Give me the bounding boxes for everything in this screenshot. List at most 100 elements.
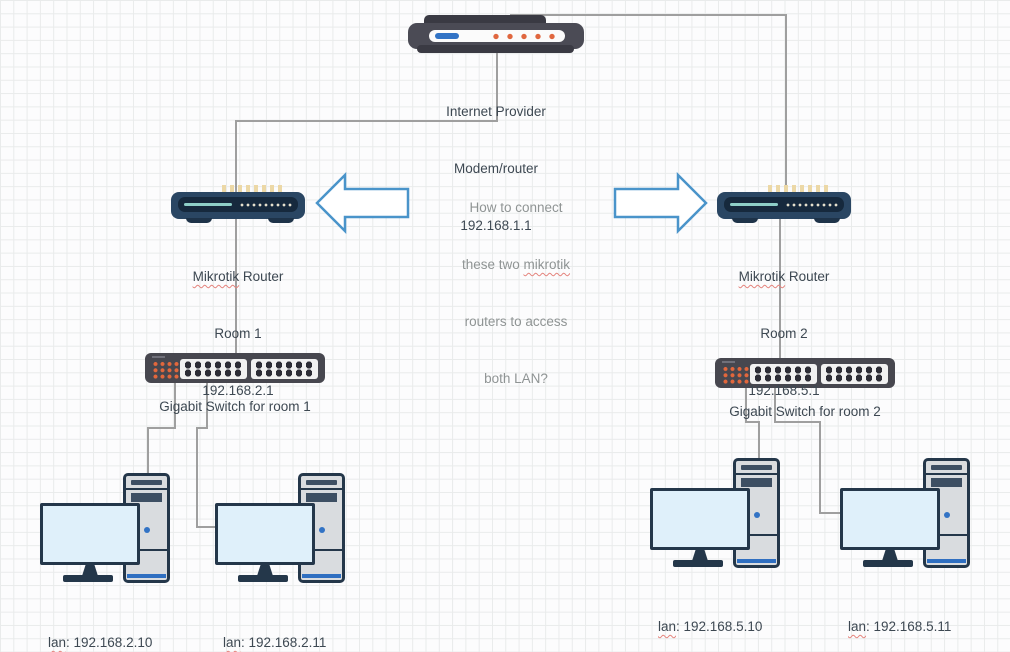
router2-foot-right: [814, 218, 840, 223]
switch2-led-grid: [722, 366, 750, 385]
switch2-dash: [722, 361, 735, 363]
question-line2: these two mikrotik: [426, 255, 606, 274]
pc1-monitor-stand: [82, 565, 98, 576]
router1-ip: 192.168.2.1: [202, 383, 274, 398]
pc4-power-led: [943, 512, 950, 518]
pc3-monitor-stand: [692, 550, 708, 561]
pc1-vent: [131, 493, 162, 502]
router1-room: Room 1: [214, 326, 262, 341]
pc2-drive-bay: [306, 480, 337, 485]
question-text: How to connect these two mikrotik router…: [426, 160, 606, 426]
pc3-power-led: [753, 512, 760, 518]
pc4-base-strip: [927, 559, 966, 563]
router2-label: Mikrotik Router Room 2 192.168.5.1: [717, 229, 851, 438]
pc1-divider2: [123, 549, 170, 551]
left-arrow[interactable]: [315, 172, 410, 234]
pc2-lan-line: lan: 192.168.2.11: [223, 633, 326, 652]
router2-ip: 192.168.5.1: [748, 383, 820, 398]
pc3-lan-value: : 192.168.5.10: [676, 619, 763, 634]
pc4-divider: [923, 473, 970, 475]
modem-front-panel: [429, 30, 565, 42]
pc3-monitor-base: [673, 560, 723, 567]
pc1-power-led: [143, 527, 150, 533]
pc2-base-strip: [302, 574, 341, 578]
question-line2-misspelled: mikrotik: [523, 257, 571, 272]
router2-name: Mikrotik Router: [717, 267, 851, 286]
question-line2-pre: these two: [461, 257, 524, 272]
pc4-drive-bay: [931, 465, 962, 470]
switch2-label: Gigabit Switch for room 2: [729, 404, 881, 419]
switch2-port-bank-1: [750, 364, 817, 384]
router1-foot-left: [186, 218, 212, 223]
switch2-ports-1: [753, 366, 813, 382]
router2-icon[interactable]: [717, 185, 851, 223]
pc4-divider2: [923, 534, 970, 536]
switch1-icon[interactable]: [145, 353, 325, 383]
switch1-label: Gigabit Switch for room 1: [159, 399, 311, 414]
router1-led-dots: [240, 202, 294, 207]
pc3-divider2: [733, 534, 780, 536]
pc2-monitor-stand: [257, 565, 273, 576]
pc2-label: lan: 192.168.2.11 gw: 192.168.2.1: [223, 595, 326, 652]
router1-brand: Mikrotik: [192, 269, 240, 284]
right-arrow[interactable]: [613, 172, 708, 234]
cable-switch1-to-pc1: [147, 381, 176, 476]
pc2-vent: [306, 493, 337, 502]
pc4-label: lan: 192.168.5.11 gw: 192.168.5.1: [848, 579, 951, 652]
question-line1: How to connect: [469, 200, 563, 215]
switch1-dash: [152, 356, 165, 358]
cable-modem-to-router1-to-switch1: [235, 48, 498, 355]
pc3-base-strip: [737, 559, 776, 563]
cable-switch2-to-pc4: [774, 386, 844, 514]
pc4-monitor-base: [863, 560, 913, 567]
pc1-drive-bay: [131, 480, 162, 485]
pc1-label: lan: 192.168.2.10 gw: 192.168.2.1: [48, 595, 152, 652]
modem-label-line2: Modem/router: [453, 161, 539, 176]
router2-brand: Mikrotik: [738, 269, 786, 284]
pc2-monitor-base: [238, 575, 288, 582]
switch2-port-bank-2: [821, 364, 888, 384]
internet-modem-icon[interactable]: [408, 15, 584, 55]
modem-status-bar: [435, 33, 459, 39]
router1-icon[interactable]: [171, 185, 305, 223]
pc3-lan-key: lan: [658, 619, 677, 634]
pc2-divider2: [298, 549, 345, 551]
question-line3: routers to access: [464, 314, 568, 329]
router1-front-panel: [178, 197, 298, 212]
pc1-divider: [123, 488, 170, 490]
pc1-monitor-base: [63, 575, 113, 582]
pc2-power-led: [318, 527, 325, 533]
pc4-lan-value: : 192.168.5.11: [866, 619, 952, 634]
pc4-lan-line: lan: 192.168.5.11: [848, 617, 951, 636]
pc1-base-strip: [127, 574, 166, 578]
pc4-lan-key: lan: [848, 619, 867, 634]
pc1-monitor: [40, 503, 140, 565]
pc4-monitor-stand: [882, 550, 898, 561]
pc2-lan-value: : 192.168.2.11: [241, 635, 327, 650]
pc1-lan-key: lan: [48, 635, 67, 650]
pc3-drive-bay: [741, 465, 772, 470]
router2-room: Room 2: [760, 326, 808, 341]
pc4-monitor: [840, 488, 940, 550]
router2-front-panel: [724, 197, 844, 212]
switch1-ports-1: [183, 361, 243, 377]
switch1-port-bank-1: [180, 359, 247, 379]
router2-name-rest: Router: [785, 269, 830, 284]
cable-switch2-to-pc3: [745, 386, 760, 461]
modem-label: Internet Provider Modem/router 192.168.1…: [408, 64, 584, 273]
switch1-port-bank-2: [251, 359, 318, 379]
pc3-divider: [733, 473, 780, 475]
switch1-led-grid: [152, 361, 180, 380]
router2-led-dots: [786, 202, 840, 207]
router2-top-ports: [768, 185, 832, 193]
modem-bottom-lip: [417, 45, 574, 53]
switch2-icon[interactable]: [715, 358, 895, 388]
router1-status-line: [184, 203, 232, 206]
pc3-label: lan: 192.168.5.10 gw: 192.168.5.1: [658, 579, 762, 652]
modem-label-line1: Internet Provider: [446, 104, 546, 119]
router1-label: Mikrotik Router Room 1 192.168.2.1: [171, 229, 305, 438]
pc1-lan-value: : 192.168.2.10: [66, 635, 153, 650]
router1-name: Mikrotik Router: [171, 267, 305, 286]
switch1-ports-2: [254, 361, 314, 377]
